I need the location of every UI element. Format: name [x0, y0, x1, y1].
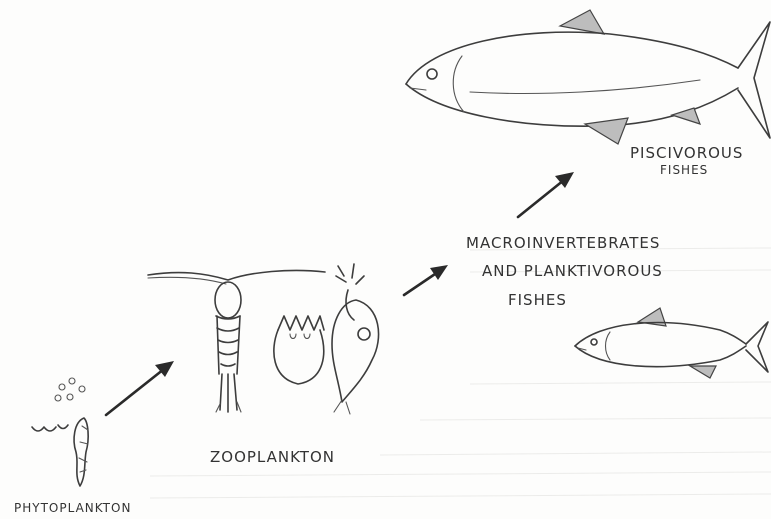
phytoplankton-label: PHYTOPLANKTON	[14, 501, 131, 515]
piscivorous-label: PISCIVOROUS FISHES	[630, 144, 743, 177]
phytoplankton-drawing	[32, 378, 88, 486]
pisc-label-line1: PISCIVOROUS	[630, 144, 743, 162]
arrow-macro-to-pisc	[518, 172, 574, 217]
rotifer-drawing	[274, 316, 324, 384]
copepod-drawing	[148, 270, 325, 412]
macro-label-line2: AND PLANKTIVOROUS	[482, 262, 663, 280]
macroinvertebrates-label: MACROINVERTEBRATES AND PLANKTIVOROUS FIS…	[466, 234, 663, 309]
pisc-label-line2: FISHES	[660, 163, 708, 177]
piscivorous-fish-drawing	[406, 10, 770, 144]
macro-label-line3: FISHES	[508, 291, 567, 309]
planktivorous-fish-drawing	[575, 308, 768, 378]
arrow-phyto-to-zoo	[106, 361, 174, 415]
daphnia-drawing	[332, 264, 379, 414]
arrow-zoo-to-macro	[404, 265, 448, 295]
zooplankton-label: ZOOPLANKTON	[210, 448, 335, 466]
macro-label-line1: MACROINVERTEBRATES	[466, 234, 660, 252]
